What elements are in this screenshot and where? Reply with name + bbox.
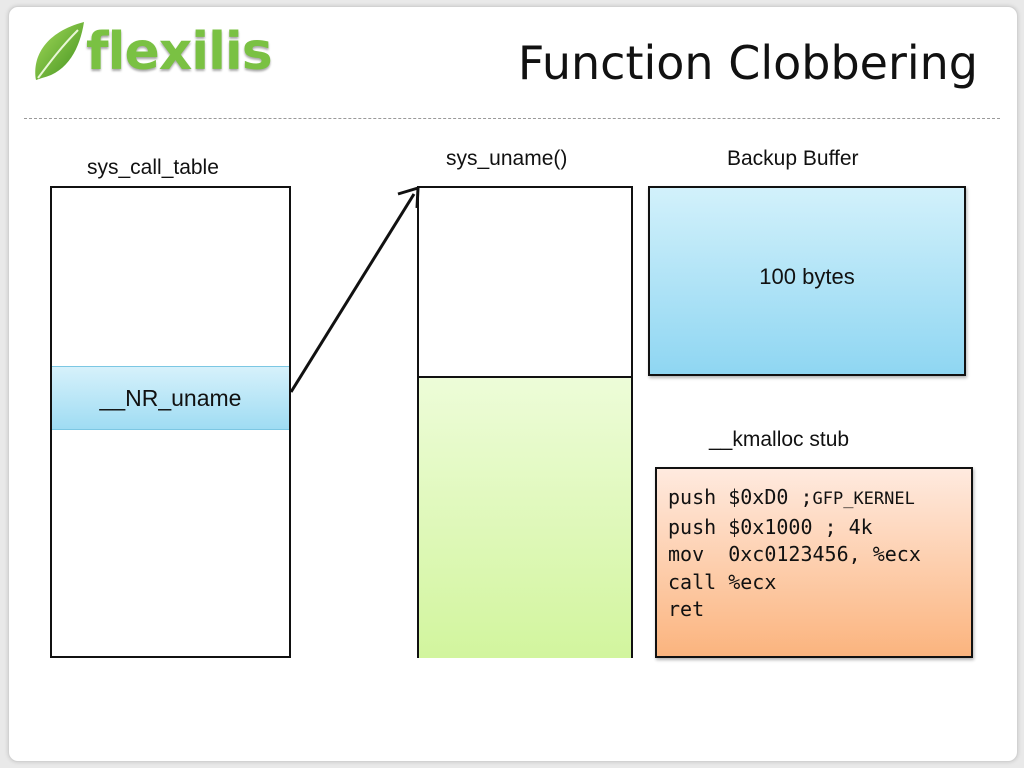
flexilis-logo: flexilis xyxy=(28,18,298,98)
nr-uname-entry: __NR_uname xyxy=(52,366,289,430)
code-line: mov 0xc0123456, %ecx xyxy=(668,542,921,566)
code-line: ret xyxy=(668,597,705,621)
sys-call-table-label: sys_call_table xyxy=(87,156,219,179)
slide-title: Function Clobbering xyxy=(517,36,978,90)
leaf-icon xyxy=(35,22,84,80)
title-divider xyxy=(24,118,1000,119)
backup-buffer-label: Backup Buffer xyxy=(727,147,859,170)
backup-buffer-box xyxy=(648,186,966,376)
backup-buffer-size: 100 bytes xyxy=(759,264,855,289)
code-line: push $0x1000 ; 4k xyxy=(668,514,873,539)
kmalloc-stub-label: __kmalloc stub xyxy=(709,428,850,451)
code-line: push $0xD0 ;GFP_KERNEL xyxy=(668,485,915,509)
sys-uname-clobbered-region xyxy=(419,376,631,658)
logo-wordmark: flexilis xyxy=(86,22,273,82)
code-line: call %ecx xyxy=(668,569,777,594)
sys-uname-label: sys_uname() xyxy=(446,147,568,170)
kmalloc-stub-box xyxy=(655,467,973,658)
